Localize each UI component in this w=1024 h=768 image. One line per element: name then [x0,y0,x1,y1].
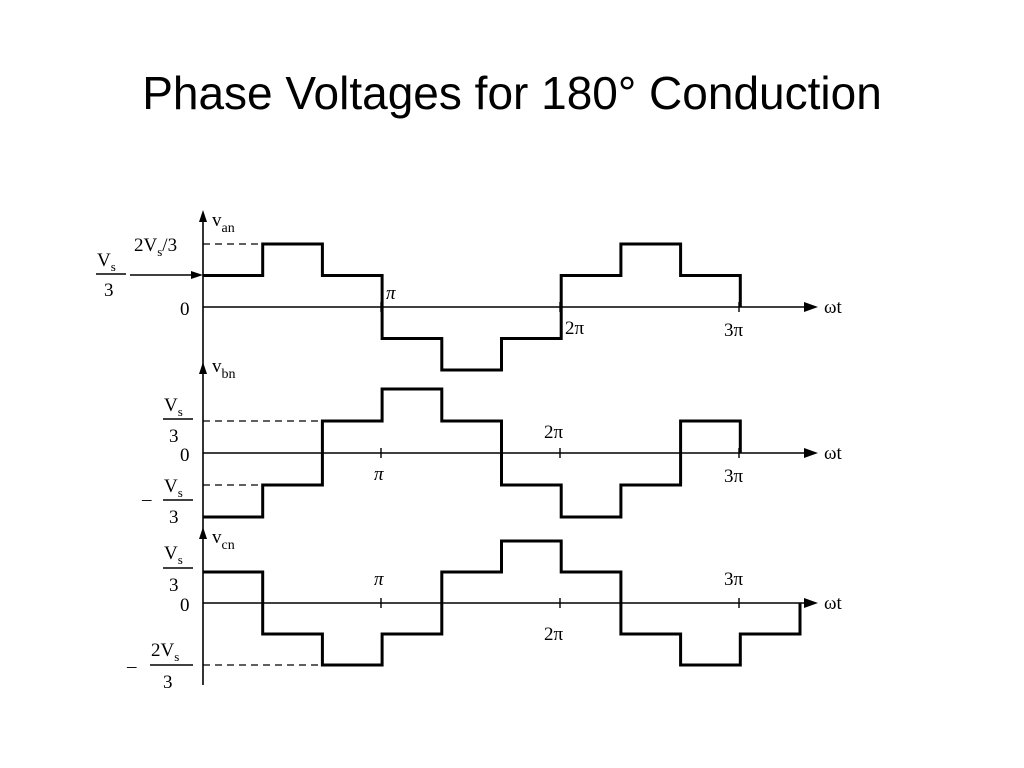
vbn-tick-label-3pi: 3π [724,466,744,487]
vcn-label-neg-2vs3-num: 2Vs [151,640,179,664]
vcn-time-label: ωt [824,593,843,614]
van-time-arrow-icon [804,302,818,312]
vbn-label-neg-minus: – [141,489,152,510]
van-label-2vs3: 2Vs/3 [134,235,177,259]
vcn-waveform [203,539,802,667]
van-label-vs3-den: 3 [104,280,114,301]
vbn-label-neg-vs3-num: Vs [164,476,183,500]
van-level-vs3-arrow-icon [191,271,203,279]
vcn-zero-label: 0 [180,595,190,616]
vbn-axis-arrow-icon [199,362,207,374]
vcn-label-neg-minus: – [126,656,137,677]
van-plot: van ωt 0 2Vs/3 Vs 3 π 2π 3π [96,210,843,685]
vcn-tick-label-3pi: 3π [724,569,744,590]
van-time-label: ωt [824,297,843,318]
vcn-tick-label-2pi: 2π [544,624,564,645]
van-axis-label: van [212,210,235,236]
vbn-waveform [203,387,742,519]
vbn-time-arrow-icon [804,448,818,458]
vbn-tick-label-2pi: 2π [544,422,564,443]
vbn-axis-label: vbn [212,356,236,382]
vbn-tick-label-pi: π [374,464,384,485]
vcn-time-arrow-icon [804,598,818,608]
vbn-label-vs3-num: Vs [164,395,183,419]
vcn-tick-label-pi: π [374,569,384,590]
van-waveform [203,242,742,372]
vcn-label-vs3-num: Vs [164,543,183,567]
van-tick-label-3pi: 3π [724,320,744,341]
vbn-plot: vbn ωt 0 Vs 3 – Vs 3 π 2π 3π [141,356,843,528]
slide-title: Phase Voltages for 180° Conduction [142,67,882,119]
vbn-time-label: ωt [824,443,843,464]
vbn-label-neg-vs3-den: 3 [169,507,179,528]
vcn-plot: vcn ωt 0 Vs 3 – 2Vs 3 π 2π 3π [126,527,843,693]
vcn-label-vs3-den: 3 [169,575,179,596]
van-zero-label: 0 [180,299,190,320]
vcn-label-neg-2vs3-den: 3 [163,672,173,693]
van-tick-label-pi: π [386,283,396,304]
van-label-vs3-num: Vs [97,250,116,274]
vbn-label-vs3-den: 3 [169,426,179,447]
vcn-axis-label: vcn [212,527,235,553]
van-tick-label-2pi: 2π [565,318,585,339]
vbn-zero-label: 0 [180,445,190,466]
van-axis-arrow-icon [199,210,207,222]
vcn-axis-arrow-icon [199,527,207,539]
